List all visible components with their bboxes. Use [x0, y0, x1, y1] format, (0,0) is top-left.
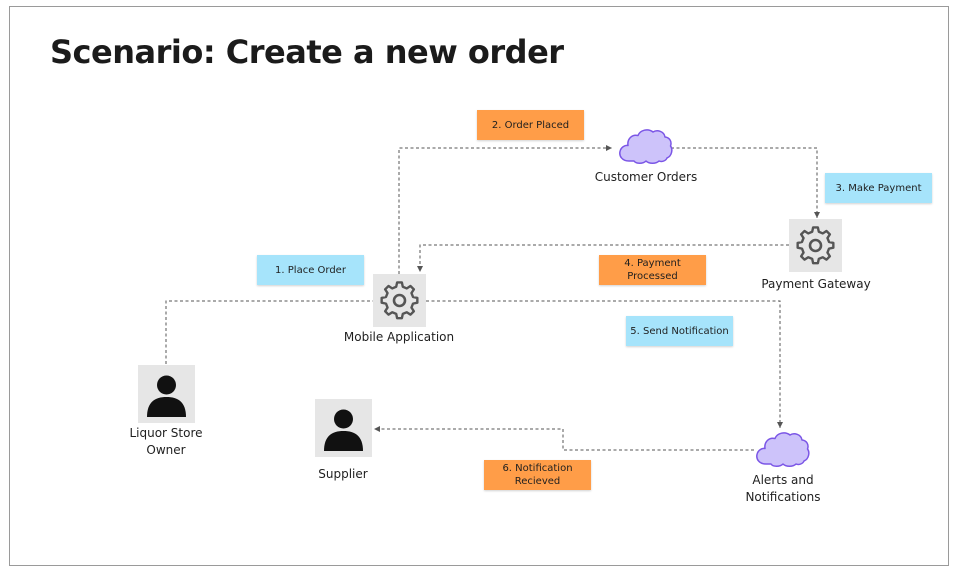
owner-label-line1: Liquor Store: [129, 426, 203, 440]
payment-gateway-node: [789, 219, 842, 272]
supplier-node: [315, 399, 372, 457]
customer-orders-node: [617, 126, 673, 166]
step-6-label-line1: 6. Notification: [502, 463, 573, 474]
gear-icon: [380, 281, 419, 320]
customer-orders-label: Customer Orders: [594, 170, 698, 184]
step-3-label: 3. Make Payment: [835, 182, 922, 194]
alerts-label-line2: Notifications: [745, 490, 821, 504]
liquor-store-owner-node: [138, 365, 195, 423]
step-1-note: 1. Place Order: [257, 255, 364, 285]
step-4-note: 4. Payment Processed: [599, 255, 706, 285]
alerts-notifications-node: [754, 429, 810, 469]
step-4-label-line2: Processed: [627, 271, 678, 282]
mobile-application-label: Mobile Application: [343, 330, 455, 344]
step-6-note: 6. Notification Recieved: [484, 460, 591, 490]
step-6-label-line2: Recieved: [514, 476, 561, 487]
step-4-label-line1: 4. Payment: [624, 258, 681, 269]
step-5-note: 5. Send Notification: [626, 316, 733, 346]
connector-app-to-orders: [398, 145, 612, 274]
connector-owner-to-app: [165, 300, 373, 364]
cloud-icon: [619, 129, 673, 164]
step-5-label: 5. Send Notification: [630, 325, 729, 337]
owner-label-line2: Owner: [146, 443, 186, 457]
step-2-label: 2. Order Placed: [491, 119, 570, 131]
connector-app-to-alerts: [426, 300, 783, 428]
connector-gateway-to-app: [417, 244, 789, 272]
connector-orders-to-gateway: [671, 147, 820, 218]
supplier-label: Supplier: [318, 467, 368, 481]
gear-icon: [796, 226, 835, 265]
user-icon: [147, 375, 186, 417]
cloud-icon: [756, 432, 810, 467]
step-2-note: 2. Order Placed: [477, 110, 584, 140]
mobile-application-node: [373, 274, 426, 327]
liquor-store-owner-label: Liquor Store Owner: [112, 425, 220, 459]
step-1-label: 1. Place Order: [275, 264, 346, 276]
alerts-notifications-label: Alerts and Notifications: [722, 472, 844, 506]
alerts-label-line1: Alerts and: [752, 473, 814, 487]
step-3-note: 3. Make Payment: [825, 173, 932, 203]
payment-gateway-label: Payment Gateway: [761, 277, 871, 291]
connector-alerts-to-supplier: [374, 426, 754, 451]
page-title: Scenario: Create a new order: [50, 33, 564, 71]
diagram-frame: [9, 6, 949, 566]
user-icon: [324, 409, 363, 451]
